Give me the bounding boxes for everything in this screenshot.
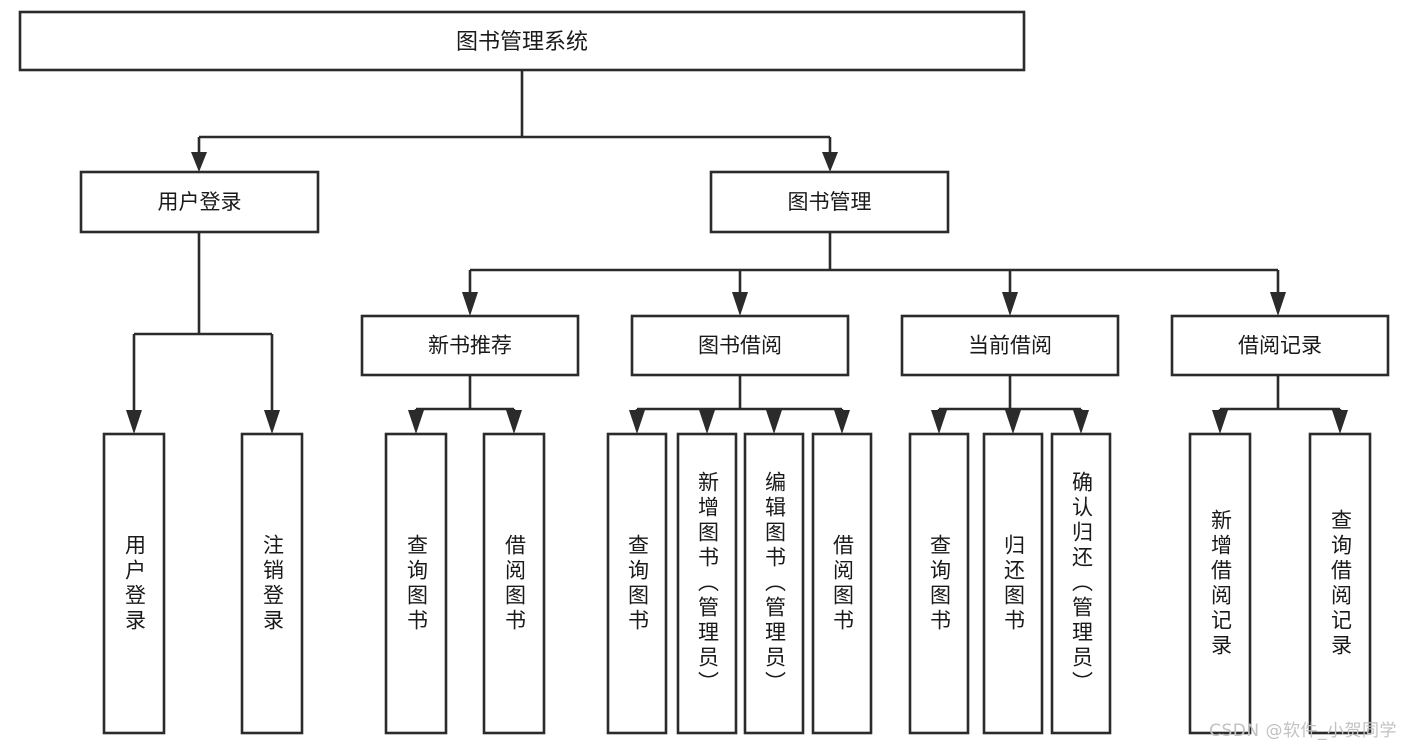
- book-manage-label: 图书管理: [788, 190, 872, 214]
- arrowhead-leaf-confirm-return: [1073, 410, 1089, 434]
- user-login-box[interactable]: [79, 170, 320, 234]
- arrowhead-leaf-query-record: [1332, 410, 1348, 434]
- book-borrow-label: 图书借阅: [698, 334, 782, 358]
- leaf-box-query-book-rec[interactable]: [384, 432, 448, 735]
- arrowhead-leaf-query-book-cur: [931, 410, 947, 434]
- arrowhead-new-book-rec: [462, 292, 478, 316]
- leaf-box-add-record[interactable]: [1188, 432, 1252, 735]
- borrow-record-label: 借阅记录: [1238, 334, 1322, 358]
- node-book-manage[interactable]: 图书管理: [709, 170, 950, 234]
- arrowhead-leaf-user-login: [126, 410, 142, 434]
- node-current-borrow[interactable]: 当前借阅: [900, 314, 1120, 377]
- leaf-box-user-logout[interactable]: [240, 432, 304, 735]
- leaf-box-query-book-cur[interactable]: [908, 432, 970, 735]
- node-user-login[interactable]: 用户登录: [79, 170, 320, 234]
- arrowhead-leaf-query-book-borrow: [629, 410, 645, 434]
- book-manage-box[interactable]: [709, 170, 950, 234]
- leaf-box-borrow-book-rec[interactable]: [482, 432, 546, 735]
- book-borrow-box[interactable]: [630, 314, 850, 377]
- root-label: 图书管理系统: [456, 30, 588, 55]
- arrowhead-leaf-add-book: [699, 410, 715, 434]
- root-box[interactable]: [18, 10, 1026, 72]
- node-root[interactable]: 图书管理系统: [18, 10, 1026, 72]
- current-borrow-box[interactable]: [900, 314, 1120, 377]
- arrowhead-book-borrow: [732, 292, 748, 316]
- leaf-box-add-book[interactable]: [676, 432, 738, 735]
- arrowhead-leaf-borrow-book: [834, 410, 850, 434]
- connector-layer: [126, 70, 1348, 434]
- leaf-box-confirm-return[interactable]: [1050, 432, 1112, 735]
- leaf-layer: [102, 432, 1372, 735]
- leaf-box-user-login[interactable]: [102, 432, 166, 735]
- leaf-box-return-book[interactable]: [982, 432, 1044, 735]
- arrowhead-leaf-edit-book: [766, 410, 782, 434]
- arrowhead-user-login: [191, 152, 207, 172]
- borrow-record-box[interactable]: [1170, 314, 1390, 377]
- arrowhead-book-manage: [822, 152, 838, 172]
- csdn-watermark: CSDN @软件_小贺同学: [1209, 721, 1397, 741]
- arrowhead-leaf-user-logout: [264, 410, 280, 434]
- arrowhead-leaf-query-book-rec: [408, 410, 424, 434]
- arrowhead-borrow-record: [1270, 292, 1286, 316]
- new-book-rec-box[interactable]: [360, 314, 580, 377]
- user-login-label: 用户登录: [158, 190, 242, 214]
- current-borrow-label: 当前借阅: [968, 334, 1052, 358]
- arrowhead-leaf-add-record: [1212, 410, 1228, 434]
- new-book-rec-label: 新书推荐: [428, 334, 512, 358]
- node-book-borrow[interactable]: 图书借阅: [630, 314, 850, 377]
- node-borrow-record[interactable]: 借阅记录: [1170, 314, 1390, 377]
- leaf-box-borrow-book[interactable]: [811, 432, 873, 735]
- node-new-book-rec[interactable]: 新书推荐: [360, 314, 580, 377]
- leaf-box-edit-book[interactable]: [743, 432, 805, 735]
- leaf-box-query-book-borrow[interactable]: [606, 432, 668, 735]
- arrowhead-leaf-return-book: [1005, 410, 1021, 434]
- leaf-box-query-record[interactable]: [1308, 432, 1372, 735]
- arrowhead-current-borrow: [1002, 292, 1018, 316]
- arrowhead-leaf-borrow-book-rec: [506, 410, 522, 434]
